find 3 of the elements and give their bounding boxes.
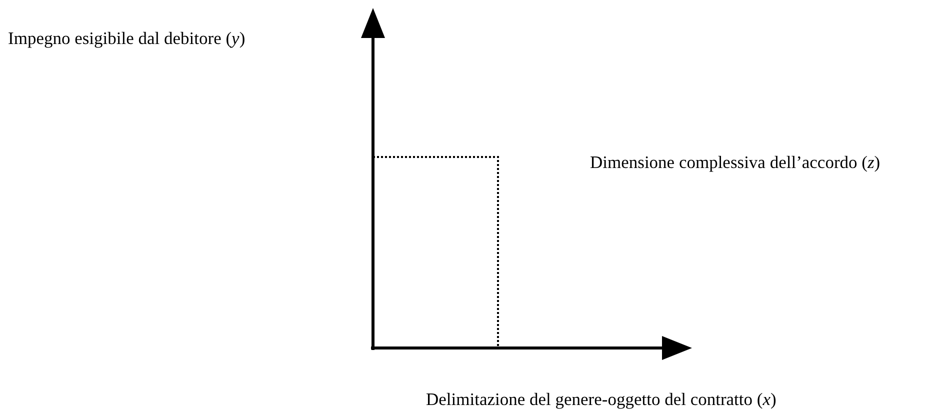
x-axis-label: Delimitazione del genere-oggetto del contratto (x): [426, 389, 776, 409]
z-dimension-label: Dimensione complessiva dell’accordo (z): [590, 152, 880, 172]
y-axis-label: Impegno esigibile dal debitore (y): [8, 28, 246, 48]
